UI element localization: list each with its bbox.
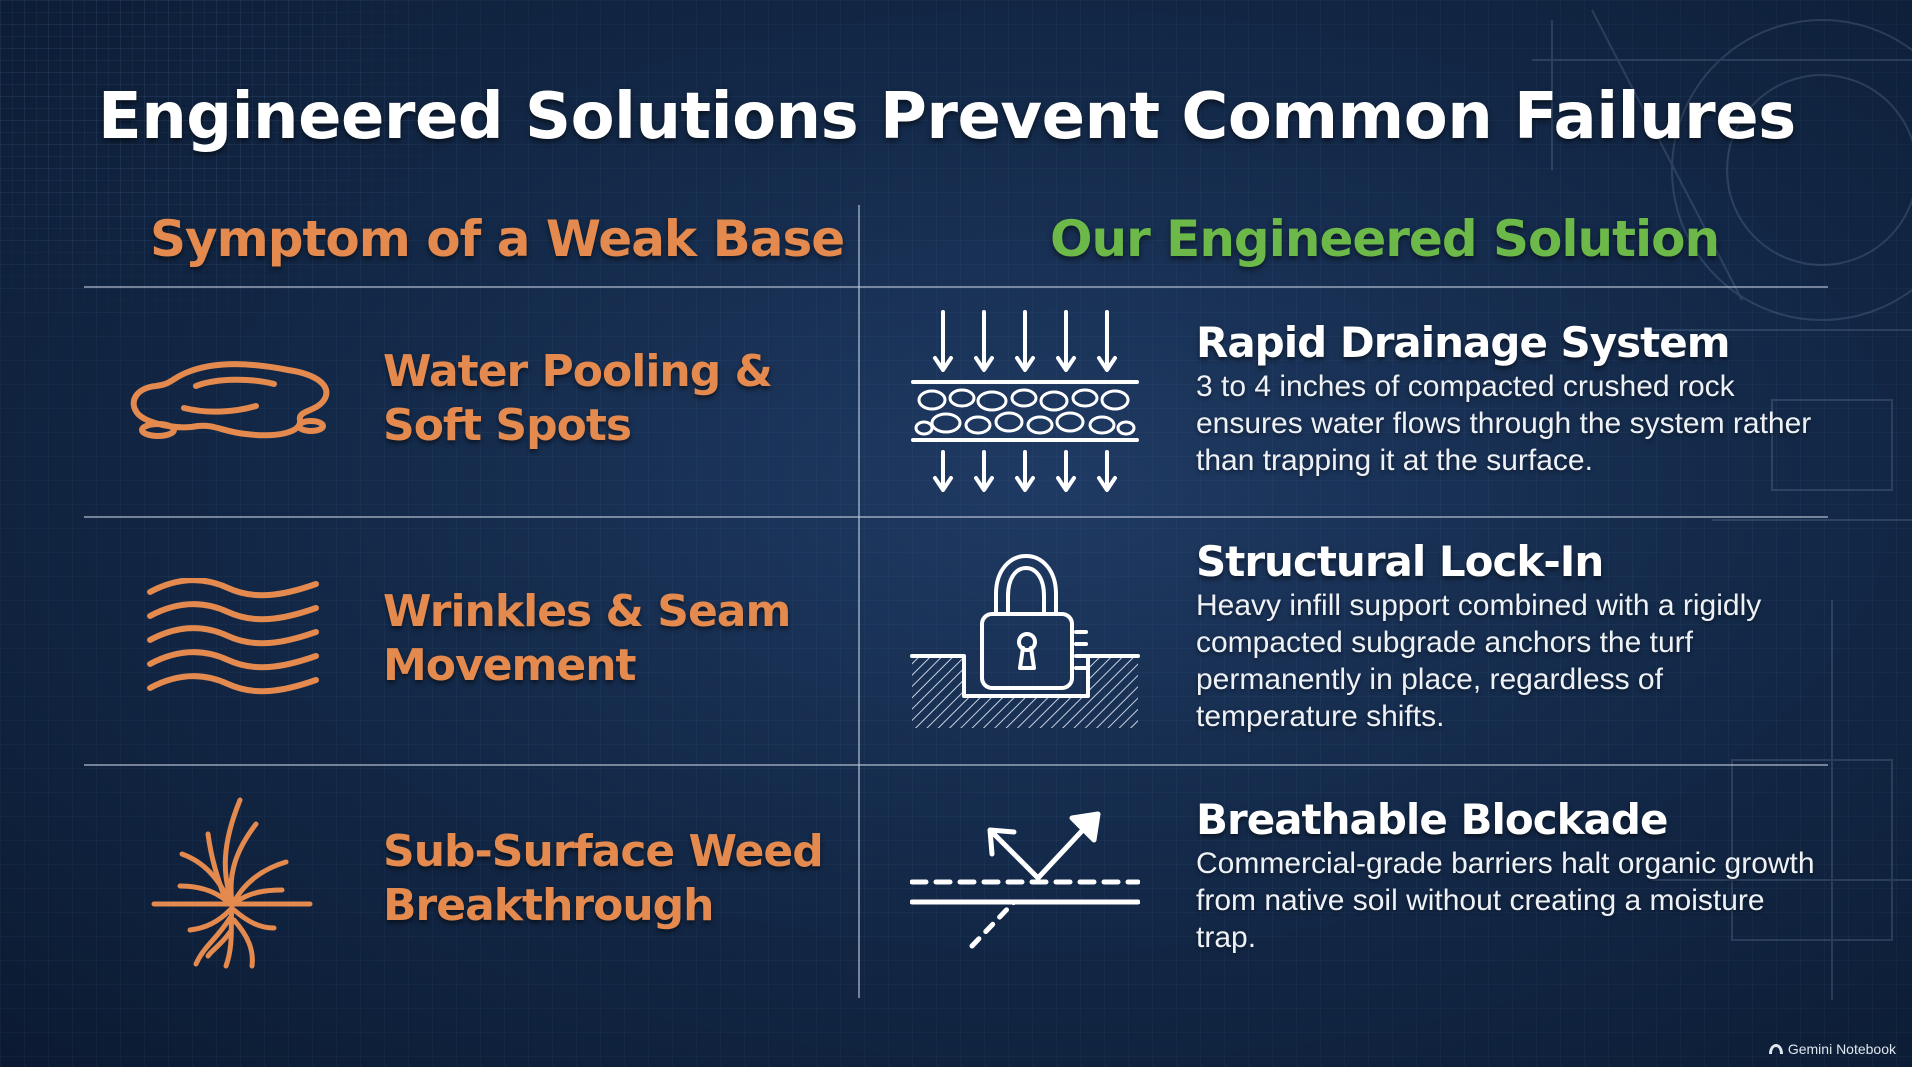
symptom-label-3-line2: Breakthrough — [383, 880, 714, 931]
solution-title-2: Structural Lock-In — [1196, 537, 1604, 586]
column-divider — [858, 205, 860, 998]
solution-body-1: 3 to 4 inches of compacted crushed rock … — [1196, 370, 1812, 477]
watermark-text: Gemini Notebook — [1787, 1041, 1896, 1057]
symptom-column-header: Symptom of a Weak Base — [150, 210, 845, 268]
symptom-label-2: Wrinkles & Seam Movement — [383, 585, 791, 693]
symptom-label-2-line1: Wrinkles & Seam — [383, 586, 791, 637]
arrows-bottom — [933, 450, 1117, 492]
background-grid-detail — [0, 0, 480, 340]
padlock-in-ground-icon — [910, 554, 1140, 728]
symptom-label-3-line1: Sub-Surface Weed — [383, 826, 824, 877]
symptom-label-1: Water Pooling & Soft Spots — [383, 345, 773, 453]
solution-title-3: Breathable Blockade — [1196, 795, 1668, 844]
symptom-label-1-line2: Soft Spots — [383, 400, 632, 451]
notebook-logo-icon — [1768, 1044, 1783, 1054]
drainage-layer-icon — [911, 310, 1139, 492]
gravel-layer — [914, 388, 1136, 436]
watermark: Gemini Notebook — [1768, 1041, 1896, 1057]
wavy-wrinkles-icon — [147, 578, 319, 695]
solution-body-2: Heavy infill support combined with a rig… — [1196, 589, 1762, 733]
symptom-label-1-line1: Water Pooling & — [383, 346, 773, 397]
solution-3: Breathable Blockade Commercial-grade bar… — [1196, 795, 1826, 956]
water-puddle-icon — [130, 361, 330, 439]
row-divider-1 — [84, 516, 1828, 518]
arrows-top — [933, 310, 1117, 372]
solution-2: Structural Lock-In Heavy infill support … — [1196, 537, 1826, 735]
row-divider-2 — [84, 764, 1828, 766]
solution-1: Rapid Drainage System 3 to 4 inches of c… — [1196, 318, 1826, 479]
page-title: Engineered Solutions Prevent Common Fail… — [98, 80, 1796, 154]
symptom-label-3: Sub-Surface Weed Breakthrough — [383, 825, 824, 933]
header-divider — [84, 286, 1828, 288]
weed-roots-icon — [151, 797, 313, 969]
symptom-label-2-line2: Movement — [383, 640, 637, 691]
solution-title-1: Rapid Drainage System — [1196, 318, 1731, 367]
solution-column-header: Our Engineered Solution — [1050, 210, 1720, 268]
barrier-deflect-icon — [910, 811, 1140, 949]
solution-body-3: Commercial-grade barriers halt organic g… — [1196, 847, 1815, 954]
